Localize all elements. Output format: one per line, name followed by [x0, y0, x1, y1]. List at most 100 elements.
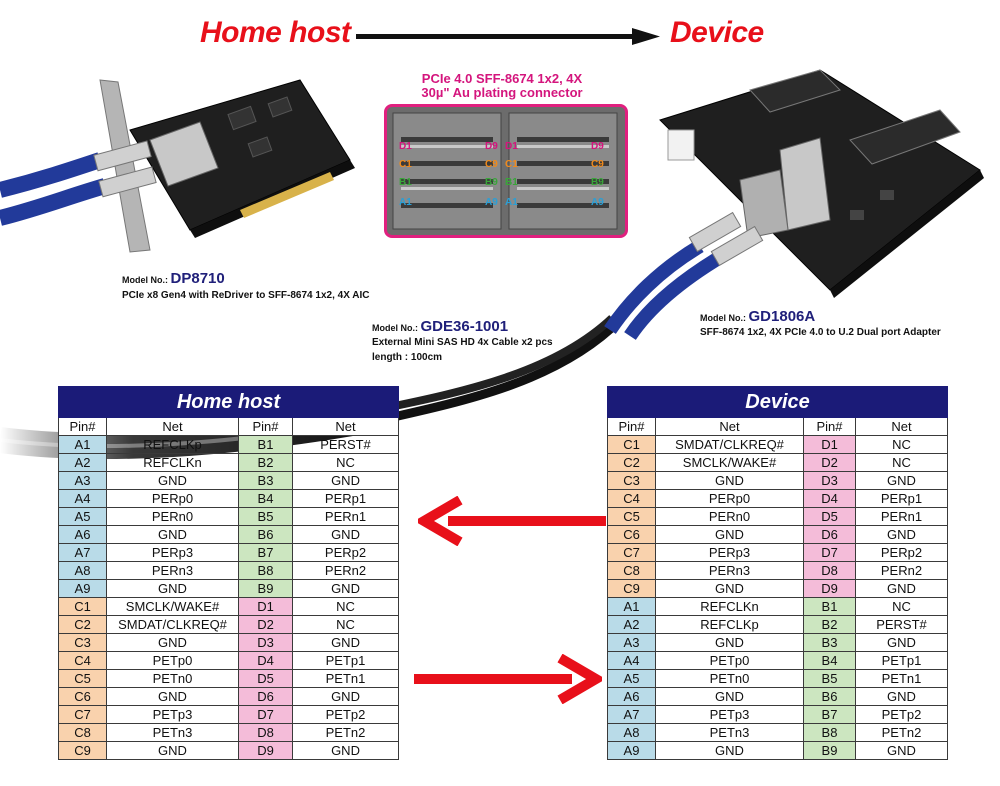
- pin-cell: B1: [803, 597, 856, 616]
- pin-cell: A6: [607, 687, 656, 706]
- connector-title-line2: 30µ" Au plating connector: [421, 85, 583, 100]
- pin-cell: C3: [58, 633, 107, 652]
- arrow-right-icon: [414, 654, 602, 704]
- net-cell: PETn2: [855, 723, 948, 742]
- pin-cell: C7: [58, 705, 107, 724]
- net-cell: NC: [291, 597, 400, 616]
- host-table-title: Home host: [57, 386, 400, 418]
- pin-cell: B3: [803, 633, 856, 652]
- net-cell: PETp1: [291, 651, 400, 670]
- net-cell: GND: [855, 687, 948, 706]
- pin-cell: C4: [607, 489, 656, 508]
- net-cell: PERp3: [106, 543, 239, 562]
- device-table-title: Device: [607, 386, 948, 418]
- net-cell: GND: [106, 741, 239, 760]
- conn-label-b9-left: B9: [485, 177, 498, 188]
- conn-label-d9-left: D9: [485, 141, 498, 152]
- net-cell: PERST#: [855, 615, 948, 634]
- pin-cell: C6: [607, 525, 656, 544]
- conn-label-b9-right: B9: [591, 177, 604, 188]
- pin-cell: C1: [607, 435, 656, 454]
- device-model-line: Model No.: GD1806A: [700, 308, 815, 325]
- net-cell: PETp0: [655, 651, 804, 670]
- pin-cell: D2: [238, 615, 293, 634]
- pin-cell: A3: [607, 633, 656, 652]
- net-cell: GND: [106, 525, 239, 544]
- cable-model-desc1: External Mini SAS HD 4x Cable x2 pcs: [372, 337, 553, 348]
- pin-cell: A2: [607, 615, 656, 634]
- pin-cell: B9: [803, 741, 856, 760]
- net-cell: NC: [855, 435, 948, 454]
- net-cell: GND: [655, 579, 804, 598]
- host-col-pin2: Pin#: [238, 417, 293, 436]
- host-model-prefix: Model No.:: [122, 275, 168, 285]
- pin-cell: D5: [803, 507, 856, 526]
- connector-title: PCIe 4.0 SFF-8674 1x2, 4X 30µ" Au platin…: [382, 72, 622, 100]
- pin-cell: D3: [238, 633, 293, 652]
- pin-cell: D1: [803, 435, 856, 454]
- pin-cell: B5: [803, 669, 856, 688]
- net-cell: PERp3: [655, 543, 804, 562]
- pin-cell: D9: [803, 579, 856, 598]
- pin-cell: B4: [803, 651, 856, 670]
- net-cell: PETn0: [106, 669, 239, 688]
- device-adapter-image: [659, 69, 984, 298]
- net-cell: PERp2: [291, 543, 400, 562]
- pin-cell: A2: [58, 453, 107, 472]
- pin-cell: D4: [803, 489, 856, 508]
- pin-cell: D6: [803, 525, 856, 544]
- net-cell: GND: [655, 525, 804, 544]
- conn-label-a1-left: A1: [399, 197, 412, 208]
- device-col-pin1: Pin#: [607, 417, 656, 436]
- conn-label-a9-right: A9: [591, 197, 604, 208]
- net-cell: SMCLK/WAKE#: [655, 453, 804, 472]
- cable-model-prefix: Model No.:: [372, 323, 418, 333]
- pin-cell: B1: [238, 435, 293, 454]
- connector-title-line1: PCIe 4.0 SFF-8674 1x2, 4X: [421, 71, 583, 86]
- pin-cell: C7: [607, 543, 656, 562]
- pin-cell: A8: [58, 561, 107, 580]
- net-cell: GND: [291, 579, 400, 598]
- pin-cell: B2: [803, 615, 856, 634]
- pin-cell: C2: [58, 615, 107, 634]
- pin-cell: A7: [58, 543, 107, 562]
- net-cell: PETp3: [106, 705, 239, 724]
- net-cell: GND: [855, 579, 948, 598]
- conn-label-d9-right: D9: [591, 141, 604, 152]
- net-cell: PERp0: [655, 489, 804, 508]
- pin-cell: D7: [238, 705, 293, 724]
- pin-cell: A1: [607, 597, 656, 616]
- cable-model-number: GDE36-1001: [420, 318, 509, 335]
- net-cell: GND: [106, 579, 239, 598]
- host-model-number: DP8710: [170, 270, 225, 287]
- pin-cell: B7: [803, 705, 856, 724]
- net-cell: PETn3: [106, 723, 239, 742]
- pin-cell: D7: [803, 543, 856, 562]
- pin-cell: A4: [58, 489, 107, 508]
- pin-cell: B3: [238, 471, 293, 490]
- net-cell: GND: [106, 471, 239, 490]
- pin-cell: A6: [58, 525, 107, 544]
- pin-cell: C4: [58, 651, 107, 670]
- header-device: Device: [670, 16, 764, 49]
- pin-cell: D5: [238, 669, 293, 688]
- arrow-left-icon: [418, 496, 606, 546]
- pin-cell: B9: [238, 579, 293, 598]
- net-cell: GND: [291, 741, 400, 760]
